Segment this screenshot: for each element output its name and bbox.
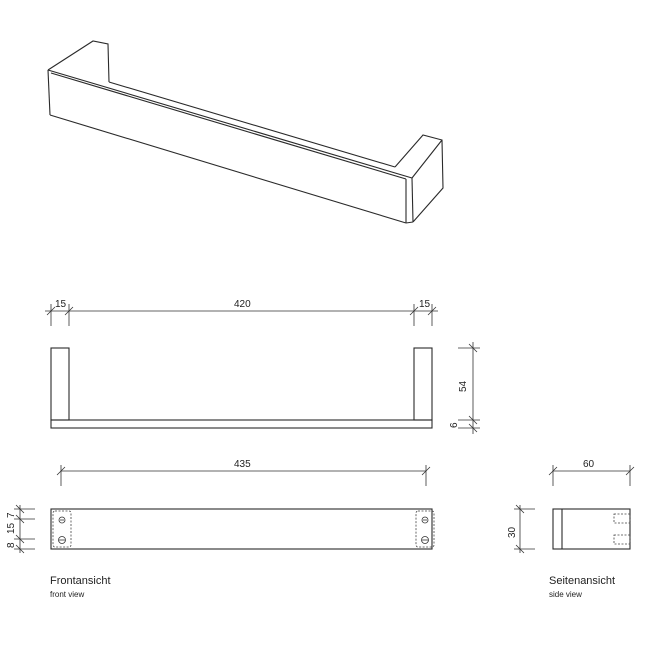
dim-length: 435 xyxy=(234,459,251,470)
dim-left-stack-1: 7 xyxy=(6,512,17,518)
front-view-subtitle: front view xyxy=(50,590,85,599)
dim-span: 420 xyxy=(234,299,251,310)
front-view xyxy=(14,465,435,554)
dim-side-height: 30 xyxy=(507,526,518,538)
front-view-title: Frontansicht xyxy=(50,575,111,587)
dim-right-post: 15 xyxy=(419,299,431,310)
side-view-subtitle: side view xyxy=(549,590,582,599)
dim-depth: 60 xyxy=(583,459,595,470)
dim-height: 54 xyxy=(458,380,469,392)
dim-left-post: 15 xyxy=(55,299,67,310)
side-view-title: Seitenansicht xyxy=(549,575,616,587)
side-view xyxy=(514,465,635,554)
dim-left-stack-2: 15 xyxy=(6,522,17,534)
isometric-view xyxy=(47,40,444,224)
dim-left-stack-3: 8 xyxy=(6,542,17,548)
front-view-elevation xyxy=(45,304,480,434)
dim-base: 6 xyxy=(449,422,460,428)
